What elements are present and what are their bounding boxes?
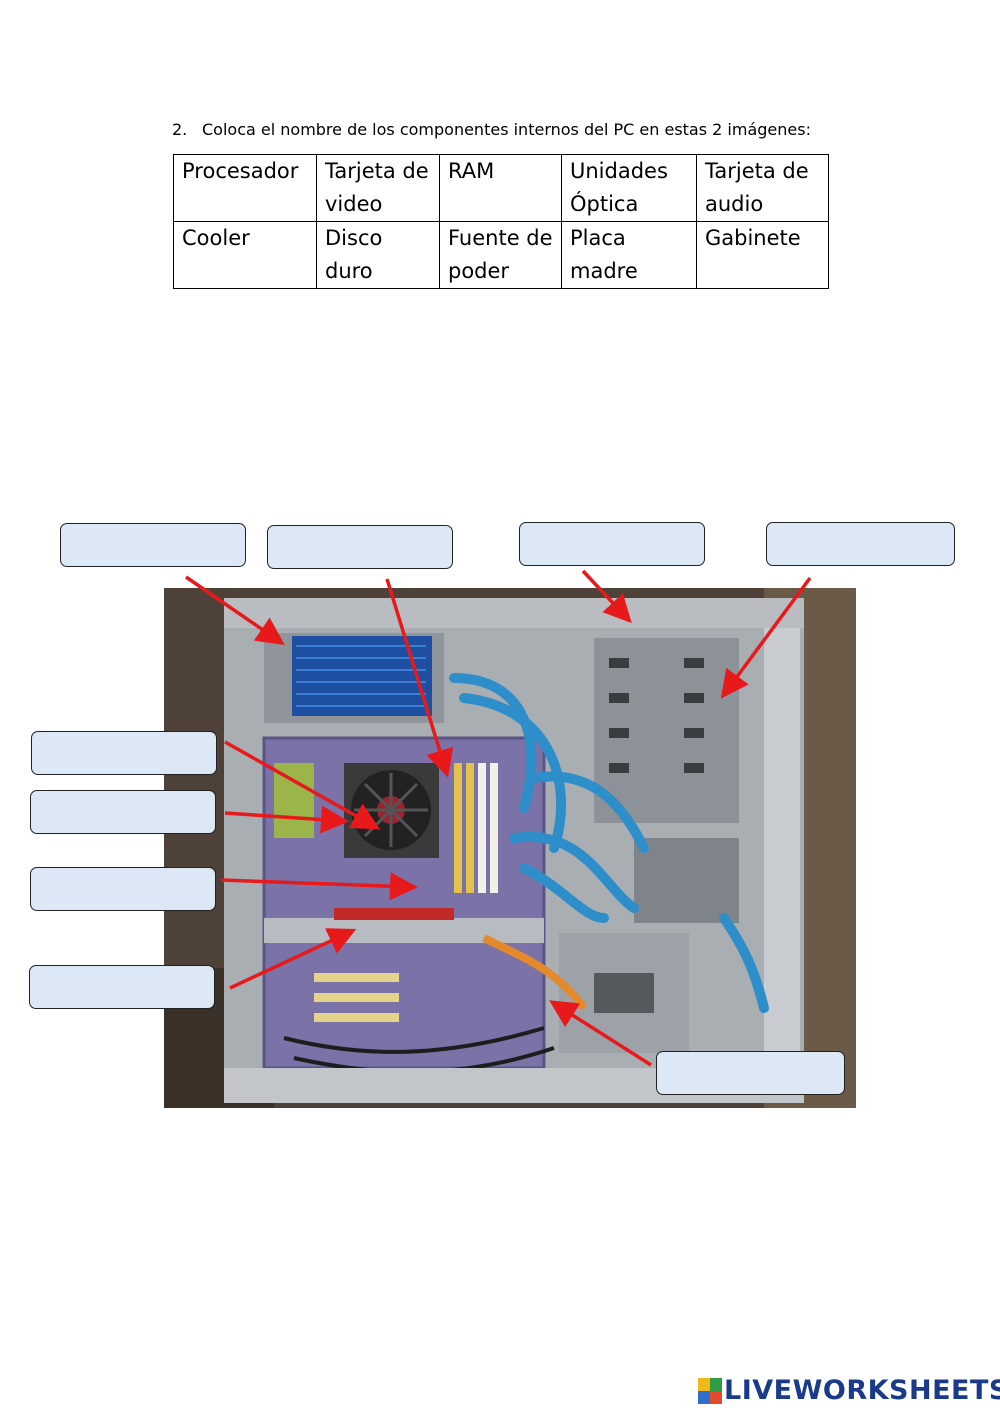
- instruction: 2. Coloca el nombre de los componentes in…: [172, 120, 811, 139]
- word-cell: Fuente de poder: [439, 221, 562, 289]
- word-cell: Unidades Óptica: [561, 154, 697, 222]
- answer-box[interactable]: [60, 523, 246, 567]
- word-cell: Tarjeta de audio: [696, 154, 829, 222]
- answer-box[interactable]: [519, 522, 705, 566]
- word-cell: Disco duro: [316, 221, 440, 289]
- answer-box[interactable]: [30, 867, 216, 911]
- liveworksheets-logo: LIVEWORKSHEETS: [698, 1375, 1000, 1406]
- liveworksheets-logo-icon: [698, 1377, 722, 1404]
- word-cell: Procesador: [173, 154, 317, 222]
- word-cell: Cooler: [173, 221, 317, 289]
- answer-box[interactable]: [656, 1051, 845, 1095]
- word-bank-table: Procesador Tarjeta de video RAM Unidades…: [173, 154, 829, 289]
- instruction-text: Coloca el nombre de los componentes inte…: [202, 120, 811, 139]
- pc-case-illustration: [164, 588, 856, 1108]
- word-cell: RAM: [439, 154, 562, 222]
- table-row: Cooler Disco duro Fuente de poder Placa …: [173, 221, 829, 289]
- answer-box[interactable]: [267, 525, 453, 569]
- logo-text: LIVEWORKSHEETS: [724, 1375, 1000, 1406]
- word-cell: Gabinete: [696, 221, 829, 289]
- pc-internals-photo: [164, 588, 856, 1108]
- word-cell: Tarjeta de video: [316, 154, 440, 222]
- answer-box[interactable]: [766, 522, 955, 566]
- answer-box[interactable]: [30, 790, 216, 834]
- answer-box[interactable]: [29, 965, 215, 1009]
- word-cell: Placa madre: [561, 221, 697, 289]
- instruction-number: 2.: [172, 120, 188, 139]
- answer-box[interactable]: [31, 731, 217, 775]
- table-row: Procesador Tarjeta de video RAM Unidades…: [173, 154, 829, 222]
